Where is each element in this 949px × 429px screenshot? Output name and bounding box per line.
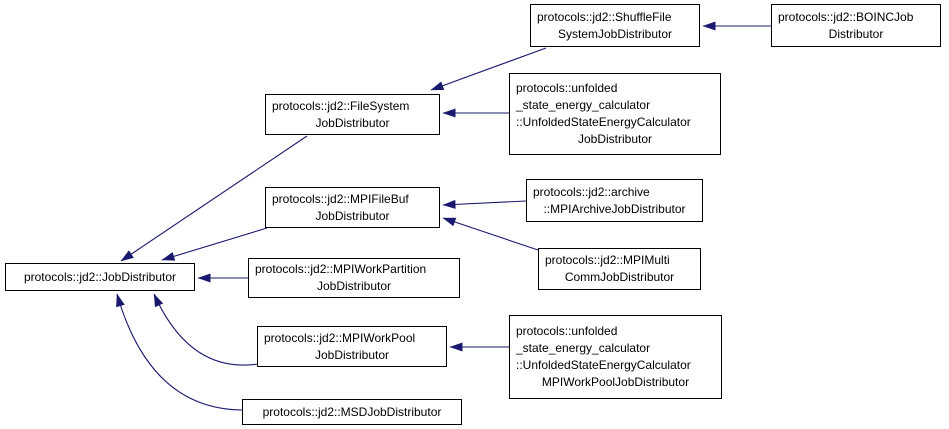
class-node-label-line: protocols::jd2::BOINCJob (778, 9, 914, 24)
class-node-label-line: protocols::jd2::MPIMulti (545, 253, 670, 267)
class-node-archive[interactable]: protocols::jd2::archive::MPIArchiveJobDi… (526, 179, 703, 222)
class-node-label-line: protocols::jd2::MPIWorkPool (264, 330, 416, 345)
class-node-jobdistributor[interactable]: protocols::jd2::JobDistributor (5, 263, 195, 291)
inheritance-arrow-mpifilebuf-to-jobdistributor (161, 227, 268, 261)
class-node-label-line: protocols::jd2::MPIWorkPartition (255, 262, 427, 276)
class-node-label-line: JobDistributor (314, 347, 390, 362)
class-node-label-line: MPIWorkPoolJobDistributor (541, 375, 690, 389)
class-node-label-line: JobDistributor (316, 279, 392, 293)
class-node-label-line: protocols::jd2::MSDJobDistributor (262, 404, 442, 419)
class-node-label-line: ::UnfoldedStateEnergyCalculator (516, 115, 691, 129)
class-node-msd[interactable]: protocols::jd2::MSDJobDistributor (242, 399, 462, 425)
class-node-label-line: protocols::jd2::MPIFileBuf (272, 191, 409, 206)
class-node-label-line: _state_energy_calculator (516, 341, 651, 355)
inheritance-arrow-filesystem-to-jobdistributor (120, 135, 308, 262)
inheritance-arrow-shuffle-to-filesystem (430, 47, 547, 91)
class-node-unfolded-jd[interactable]: protocols::unfolded_state_energy_calcula… (509, 73, 721, 155)
class-node-label-line: JobDistributor (315, 115, 390, 130)
class-node-label-line: protocols::jd2::FileSystem (272, 98, 410, 113)
class-node-label-line: Distributor (828, 26, 884, 41)
inheritance-arrow-msd-to-jobdistributor (116, 293, 243, 411)
class-node-label-line: JobDistributor (577, 132, 653, 146)
inheritance-arrow-archive-to-mpifilebuf (442, 199, 527, 209)
inheritance-arrow-mpiworkpool-to-jobdistributor (153, 293, 259, 366)
class-node-label-line: protocols::unfolded (516, 81, 618, 95)
class-node-label-line: _state_energy_calculator (516, 98, 651, 112)
class-node-label-line: protocols::jd2::JobDistributor (23, 269, 177, 284)
class-node-label-line: SystemJobDistributor (557, 26, 673, 41)
class-node-label-line: CommJobDistributor (564, 270, 675, 284)
class-node-label-line: ::MPIArchiveJobDistributor (543, 201, 686, 216)
class-node-label-line: protocols::unfolded (516, 324, 618, 338)
class-node-label-line: protocols::jd2::archive (533, 184, 650, 199)
class-node-label-line: JobDistributor (315, 208, 390, 223)
class-node-unfolded-wp[interactable]: protocols::unfolded_state_energy_calcula… (509, 315, 722, 399)
class-node-label-line: protocols::jd2::ShuffleFile (537, 9, 672, 24)
inheritance-arrow-mpimulticomm-to-mpifilebuf (442, 217, 539, 251)
class-node-label-line: ::UnfoldedStateEnergyCalculator (516, 358, 691, 372)
